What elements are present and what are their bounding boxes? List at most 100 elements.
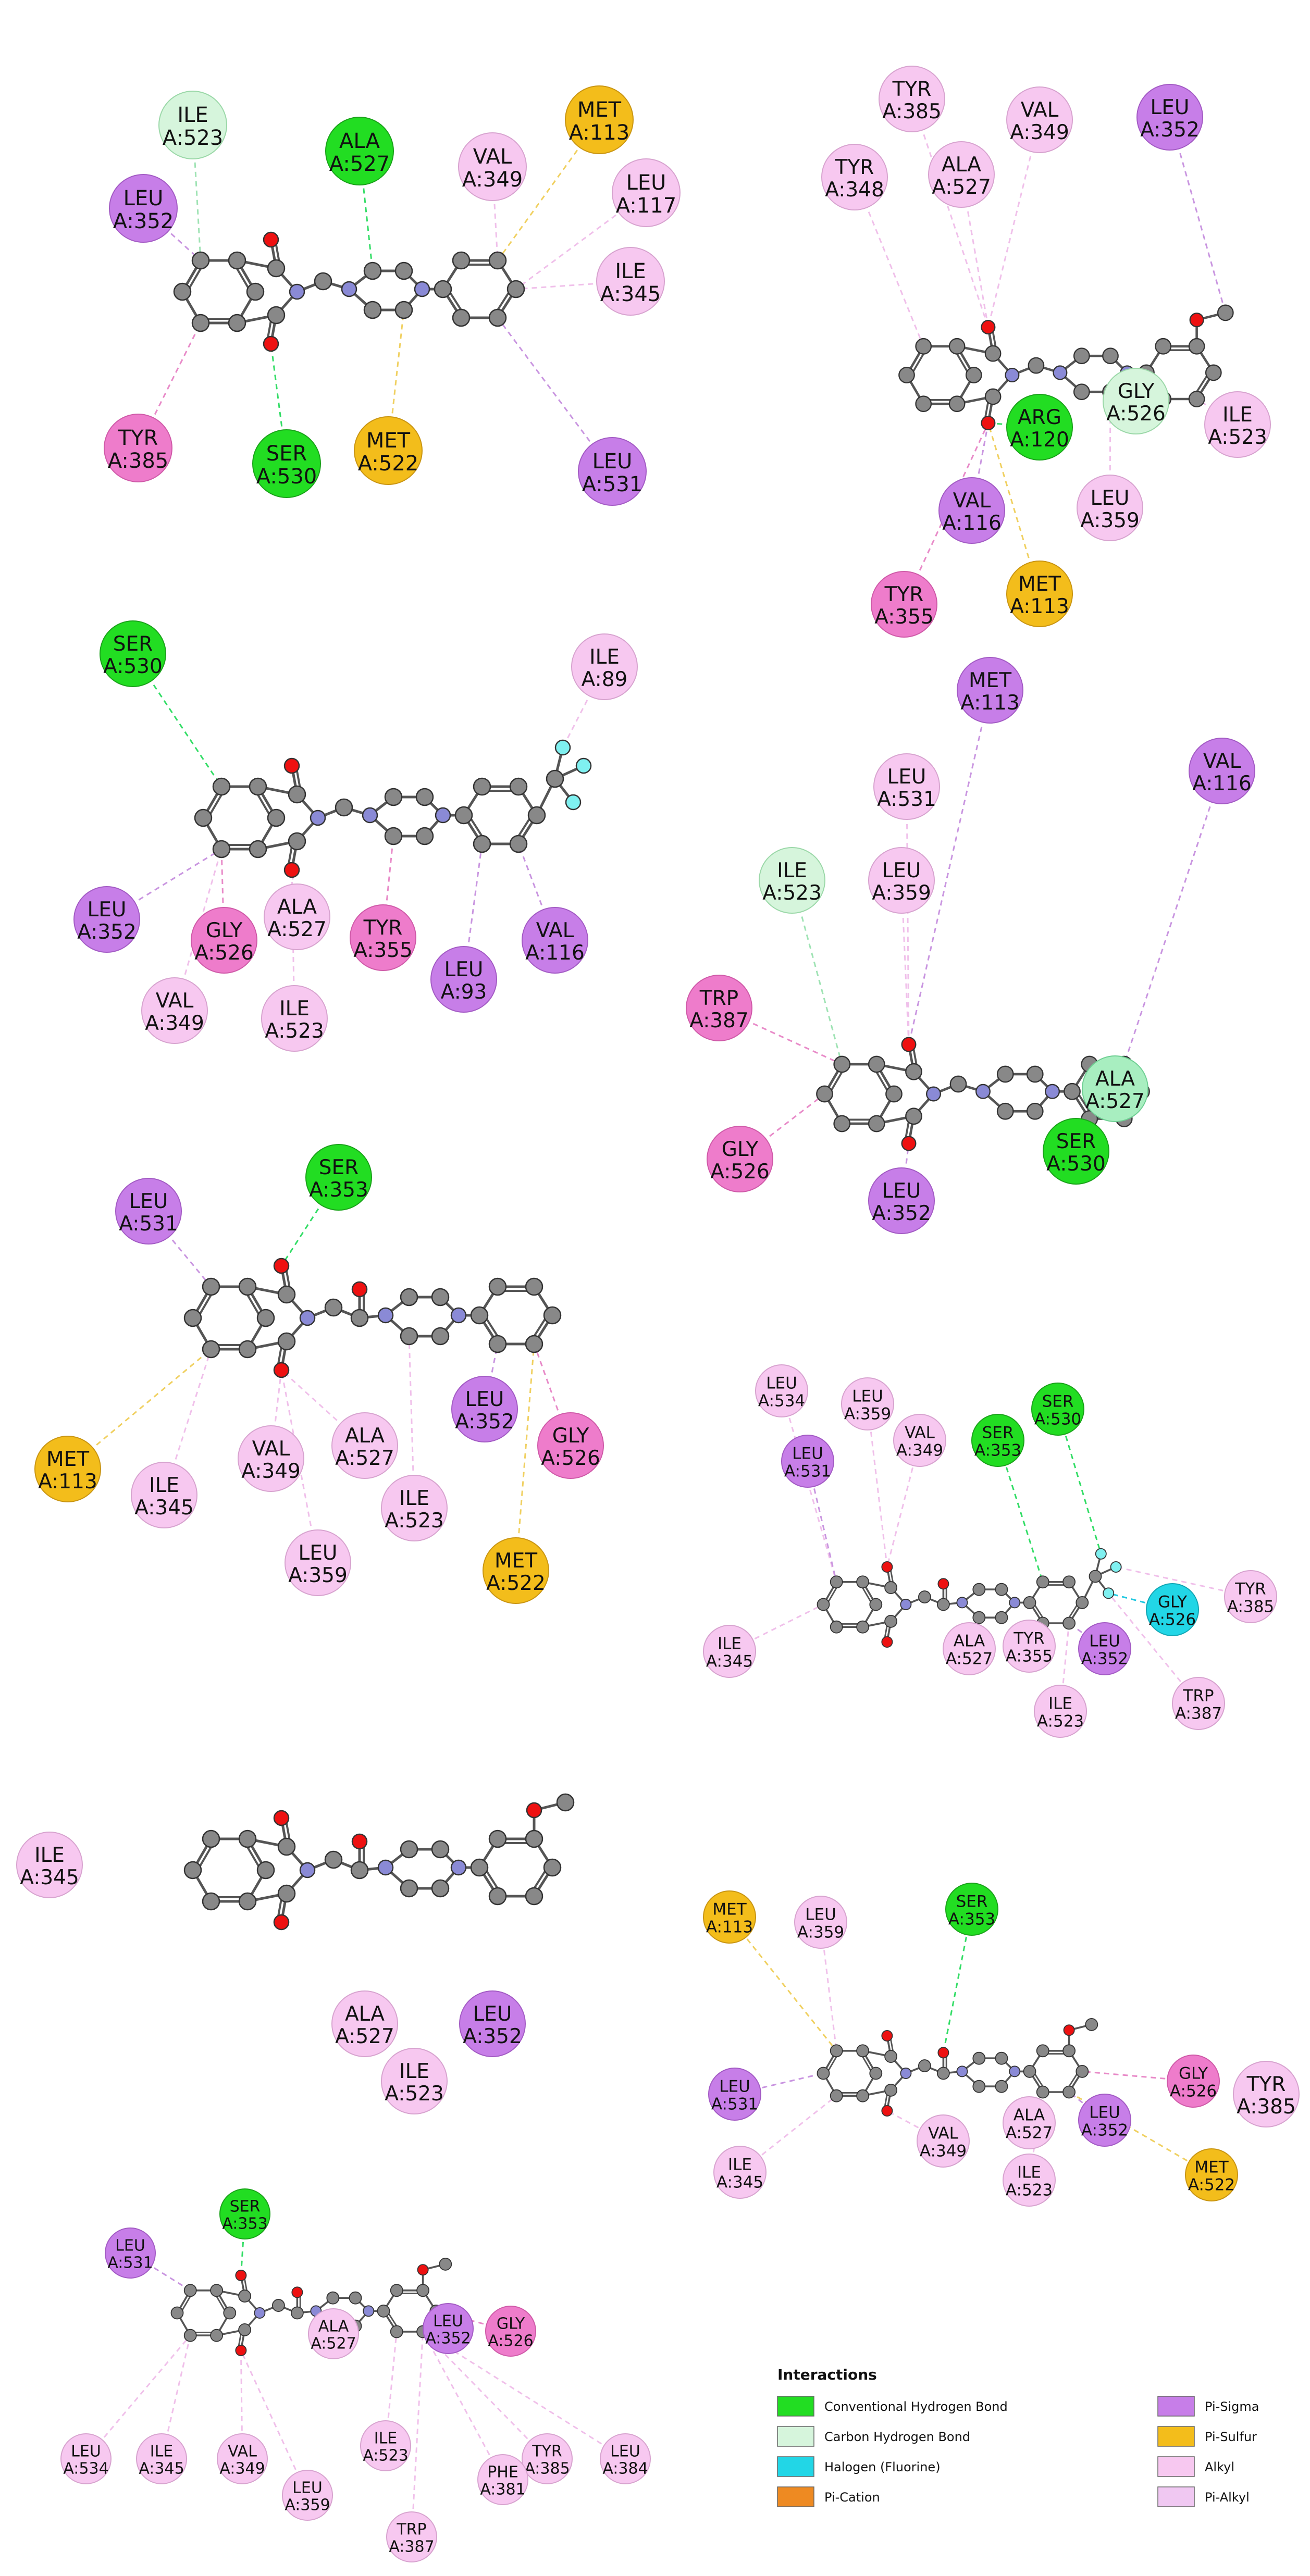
residue-chain: A:348 xyxy=(825,178,884,202)
residue-disc xyxy=(945,1883,998,1936)
residue-chain: A:530 xyxy=(256,465,317,489)
atom-c xyxy=(525,1887,543,1906)
residue-chain: A:527 xyxy=(311,2335,356,2353)
residue-chain: A:355 xyxy=(353,939,413,962)
atom-c xyxy=(473,777,491,796)
residue-chain: A:345 xyxy=(139,2460,184,2478)
residue-disc xyxy=(578,437,647,506)
residue-name: LEU xyxy=(882,859,921,882)
residue-name: TYR xyxy=(884,583,924,606)
residue-name: ILE xyxy=(1048,1694,1072,1713)
atom-n xyxy=(1009,2065,1021,2077)
residue-disc xyxy=(1224,1570,1277,1623)
residue-disc xyxy=(325,117,394,185)
residue-chain: A:523 xyxy=(762,881,822,905)
residue-chain: A:530 xyxy=(103,655,163,678)
residue-chain: A:345 xyxy=(600,282,661,306)
residue-disc xyxy=(141,977,208,1044)
residue-disc xyxy=(238,1425,304,1492)
residue-name: ILE xyxy=(1222,403,1253,427)
residue-name: LEU xyxy=(71,2443,101,2461)
residue-chain: A:359 xyxy=(797,1923,844,1942)
residue-name: MET xyxy=(495,1549,537,1573)
residue-disc xyxy=(1043,1118,1109,1185)
residue-chain: A:349 xyxy=(1010,121,1069,144)
atom-o xyxy=(1063,2024,1075,2036)
interaction-line xyxy=(728,1917,837,2051)
atom-c xyxy=(202,1830,220,1848)
residue-name: ALA xyxy=(345,1424,385,1448)
atom-c xyxy=(267,259,286,278)
residue-disc xyxy=(1233,2061,1300,2127)
atom-c xyxy=(431,1327,450,1346)
residue-disc xyxy=(928,141,995,208)
atom-c xyxy=(972,1611,986,1624)
atom-o xyxy=(417,2264,429,2276)
residue-name: GLY xyxy=(206,919,243,942)
residue-chain: A:359 xyxy=(1080,509,1140,532)
atom-c xyxy=(470,1306,489,1325)
residue-name: VAL xyxy=(228,2443,257,2461)
residue-name: LEU xyxy=(592,450,633,474)
legend-title: Interactions xyxy=(777,2366,877,2383)
residue-disc xyxy=(73,886,140,953)
residue-chain: A:352 xyxy=(872,1202,931,1225)
atom-c xyxy=(183,2284,197,2297)
interaction-line xyxy=(911,98,989,328)
residue-chain: A:534 xyxy=(758,1391,805,1410)
residue-chain: A:116 xyxy=(942,512,1002,535)
residue-disc xyxy=(759,847,825,914)
residue-chain: A:527 xyxy=(1006,2123,1053,2142)
atom-c xyxy=(817,2067,830,2080)
residue-chain: A:352 xyxy=(463,2025,522,2048)
residue-disc xyxy=(381,2048,448,2114)
atom-c xyxy=(350,1309,369,1327)
residue-disc xyxy=(331,1412,398,1479)
atom-c xyxy=(868,1055,885,1073)
atom-c xyxy=(228,251,246,270)
atom-c xyxy=(936,2067,950,2080)
residue-disc xyxy=(707,1126,773,1192)
legend-label: Halogen (Fluorine) xyxy=(824,2460,941,2474)
residue-disc xyxy=(305,1144,372,1211)
residue-chain: A:117 xyxy=(616,194,676,218)
residue-chain: A:349 xyxy=(896,1441,943,1460)
residue-chain: A:531 xyxy=(107,2254,153,2272)
residue-name: ILE xyxy=(728,2155,752,2174)
residue-name: TYR xyxy=(118,426,158,450)
residue-disc xyxy=(703,1890,756,1944)
legend-label: Carbon Hydrogen Bond xyxy=(824,2430,970,2444)
atom-c xyxy=(918,2059,931,2073)
atom-c xyxy=(452,308,471,327)
atom-c xyxy=(1073,383,1090,401)
atom-c xyxy=(905,1063,922,1080)
atom-c xyxy=(277,1837,296,1856)
atom-c xyxy=(249,840,267,858)
atom-c xyxy=(918,1590,931,1604)
atom-c xyxy=(830,1620,843,1634)
atom-c xyxy=(527,806,546,825)
atom-c xyxy=(509,835,528,853)
atom-c xyxy=(1076,1596,1089,1609)
atom-c xyxy=(212,777,231,796)
residue-name: VAL xyxy=(156,989,194,1013)
atom-c xyxy=(335,798,353,817)
atom-c xyxy=(898,367,915,383)
atom-c xyxy=(288,832,306,851)
